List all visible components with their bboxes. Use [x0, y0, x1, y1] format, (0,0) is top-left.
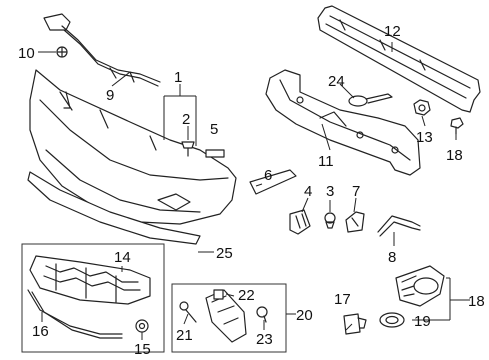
callout-9: 9: [106, 87, 114, 104]
seal-strip: [377, 215, 421, 237]
clip-3: [324, 212, 336, 229]
callout-22: 22: [238, 287, 255, 304]
clip-23: [256, 306, 268, 323]
callout-6: 6: [264, 167, 272, 184]
clip-2: [181, 141, 195, 157]
callout-4: 4: [304, 183, 312, 200]
bolt-10: [56, 46, 68, 58]
nut: [413, 99, 431, 116]
grille-molding: [27, 289, 123, 339]
callout-17: 17: [334, 291, 351, 308]
bracket-4: [289, 209, 311, 235]
callout-18-bolt: 18: [446, 147, 463, 164]
grille: [29, 255, 151, 305]
callout-12: 12: [384, 23, 401, 40]
callout-15: 15: [134, 341, 151, 358]
callout-3: 3: [326, 183, 334, 200]
tow-hook: [348, 93, 393, 107]
callout-5: 5: [210, 121, 218, 138]
callout-labels: 10 9 1 2 5 12 24 13 18 11 6 4 3 7 8 25 1…: [18, 23, 485, 358]
callout-19: 19: [414, 313, 431, 330]
callout-21: 21: [176, 327, 193, 344]
callout-25: 25: [216, 245, 233, 262]
callout-23: 23: [256, 331, 273, 348]
callout-7: 7: [352, 183, 360, 200]
reinforcement-beam: [317, 5, 481, 113]
callout-24: 24: [328, 73, 345, 90]
bracket-7: [345, 211, 365, 233]
callout-11: 11: [318, 153, 334, 170]
wiring-harness: [43, 13, 161, 87]
bumper-cover: [29, 69, 237, 225]
screw-21: [179, 301, 197, 323]
label-5: [205, 149, 225, 158]
callout-18-lamp: 18: [468, 293, 485, 310]
bolt-right: [450, 117, 464, 135]
grille-clip: [135, 319, 149, 333]
trim-strip: [249, 169, 297, 195]
nut-22: [213, 289, 224, 300]
bracket-17: [343, 313, 367, 335]
callout-14: 14: [114, 249, 131, 266]
callout-8: 8: [388, 249, 396, 266]
callout-2: 2: [182, 111, 190, 128]
callout-1: 1: [174, 69, 182, 86]
leader-lines: [38, 42, 470, 340]
callout-16: 16: [32, 323, 49, 340]
callout-13: 13: [416, 129, 433, 146]
grille-group-frame: [21, 243, 165, 353]
fog-lamp-bezel: [395, 265, 445, 307]
lower-spoiler: [27, 171, 201, 245]
callout-10: 10: [18, 45, 35, 62]
callout-20: 20: [296, 307, 313, 324]
energy-absorber: [265, 69, 421, 176]
license-group-frame: [171, 283, 287, 353]
fog-lamp-cover: [379, 312, 405, 328]
